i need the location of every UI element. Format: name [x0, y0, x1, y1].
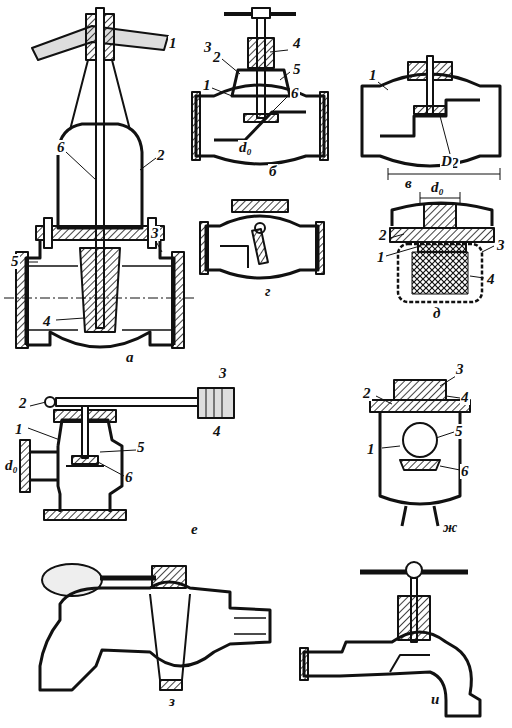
callout-number: 1	[368, 68, 378, 83]
callout-number: 3	[455, 362, 465, 377]
callout-number: 6	[290, 86, 300, 101]
callout-number: в	[404, 176, 413, 191]
callout-number: 5	[454, 424, 464, 439]
callout-number: 3	[150, 226, 160, 241]
callout-number: D	[440, 154, 453, 169]
callout-number: 4	[42, 314, 52, 329]
globe-valve	[192, 8, 328, 164]
gate-valve	[4, 8, 196, 348]
callout-number: е	[190, 522, 199, 537]
callout-number: 2	[156, 148, 166, 163]
callout-number: d₀	[238, 140, 253, 155]
callout-number: б	[268, 164, 278, 179]
ball-valve	[370, 380, 470, 526]
callout-number: 6	[124, 470, 134, 485]
foot-valve	[388, 168, 500, 302]
callout-number: 4	[460, 390, 470, 405]
callout-number: 6	[56, 140, 66, 155]
callout-number: d₀	[4, 458, 19, 473]
callout-number: ж	[442, 520, 458, 535]
callout-number: 2	[212, 50, 222, 65]
callout-number: 6	[460, 464, 470, 479]
callout-number: 5	[10, 254, 20, 269]
callout-number: 1	[376, 250, 386, 265]
leader-line	[26, 50, 494, 476]
callout-number: 4	[292, 36, 302, 51]
callout-number: 1	[14, 422, 24, 437]
callout-number: d₀	[430, 180, 445, 195]
callout-number: 1	[202, 78, 212, 93]
callout-number: 3	[218, 366, 228, 381]
callout-number: 1	[366, 442, 376, 457]
globe-valve	[362, 56, 500, 166]
check-valve	[200, 200, 324, 278]
callout-number: и	[430, 692, 440, 707]
callout-number: 2	[378, 228, 388, 243]
callout-number: 4	[212, 424, 222, 439]
callout-number: 2	[18, 396, 28, 411]
callout-number: 5	[136, 440, 146, 455]
callout-number: 3	[496, 238, 506, 253]
callout-number: 1	[168, 36, 178, 51]
callout-number: з	[168, 694, 176, 709]
callout-number: г	[264, 284, 272, 299]
plug-faucet	[40, 564, 270, 690]
callout-number: д	[432, 306, 441, 321]
callout-number: а	[125, 350, 135, 365]
callout-number: 5	[292, 62, 302, 77]
callout-number: 4	[486, 272, 496, 287]
callout-number: 2	[362, 386, 372, 401]
valve-faucet	[300, 562, 480, 716]
safety-valve	[20, 388, 234, 520]
